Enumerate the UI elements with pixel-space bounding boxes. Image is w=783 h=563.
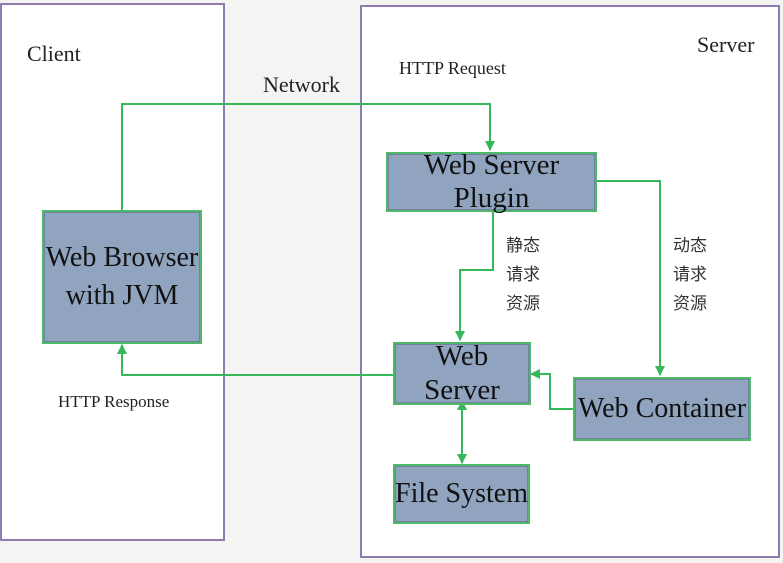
network-label: Network: [263, 72, 340, 97]
http-response-label: HTTP Response: [58, 392, 170, 411]
web-server-node: Web Server: [393, 340, 531, 406]
response-arrow: [117, 344, 393, 376]
dynamic-char-1: 动态: [673, 236, 707, 256]
static-request-text: 静态 请求 资源: [506, 232, 540, 319]
dynamic-char-2: 请求: [673, 265, 707, 285]
request-arrow: [121, 103, 495, 210]
static-request-arrow: [455, 212, 494, 341]
web-browser-line2: with JVM: [65, 280, 179, 311]
web-container-node: Web Container: [573, 377, 751, 441]
dynamic-request-text: 动态 请求 资源: [673, 232, 707, 319]
web-browser-node: Web Browser with JVM: [42, 210, 202, 344]
server-title: Server: [697, 32, 755, 57]
static-char-2: 请求: [506, 265, 540, 285]
static-char-1: 静态: [506, 236, 540, 256]
web-server-plugin-node: Web Server Plugin: [386, 149, 597, 214]
dynamic-char-3: 资源: [673, 294, 707, 314]
static-char-3: 资源: [506, 294, 540, 314]
client-title: Client: [27, 41, 81, 66]
dynamic-request-arrow: [597, 180, 665, 376]
http-request-label: HTTP Request: [399, 58, 506, 78]
container-to-server-arrow: [530, 369, 573, 410]
file-system-node: File System: [393, 464, 530, 524]
web-browser-line1: Web Browser: [45, 241, 199, 273]
